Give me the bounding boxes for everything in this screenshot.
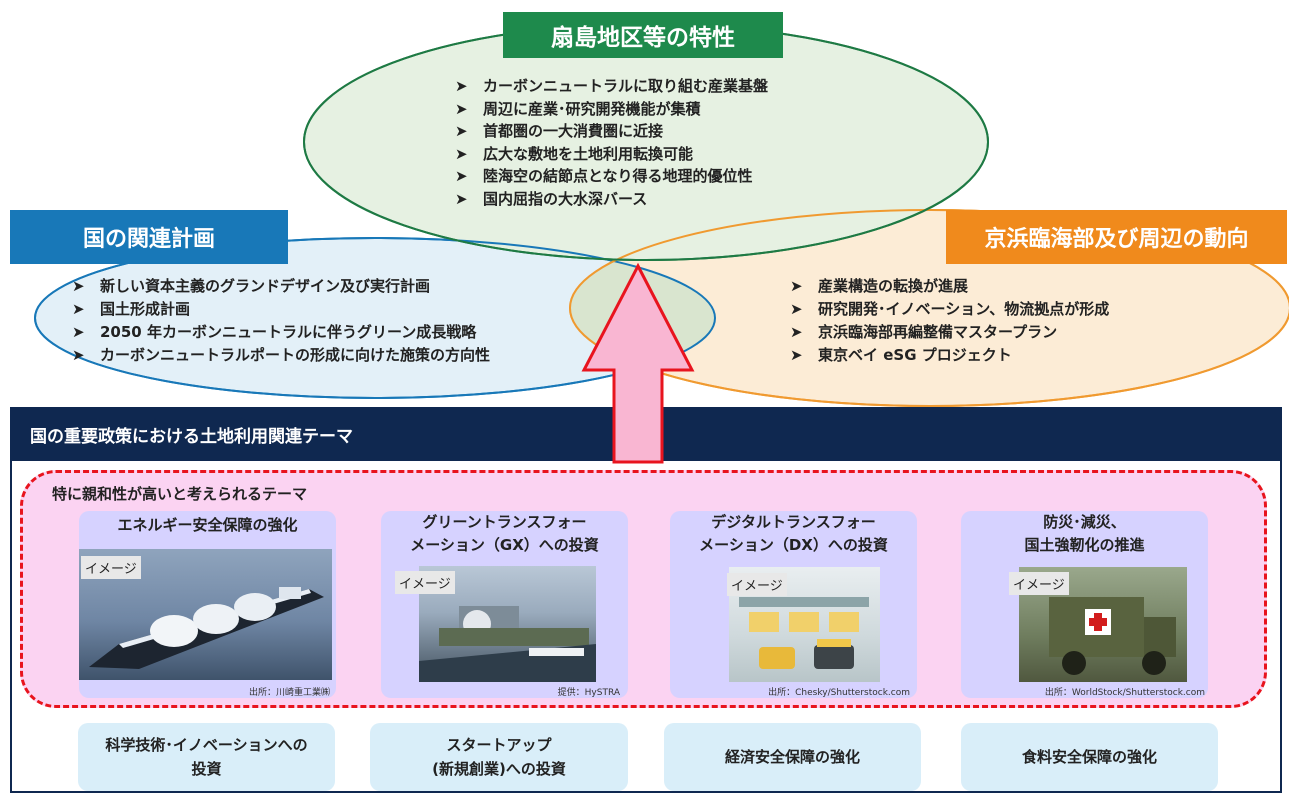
list-item: ➤周辺に産業･研究開発機能が集積	[455, 99, 701, 118]
terminal-icon	[419, 606, 596, 682]
image-label: イメージ	[81, 556, 141, 579]
list-item: ➤国内屈指の大水深バース	[455, 189, 648, 208]
theme-card-startup: スタートアップ (新規創業)への投資	[370, 723, 628, 791]
list-item: ➤新しい資本主義のグランドデザイン及び実行計画	[72, 277, 431, 295]
left-list: ➤新しい資本主義のグランドデザイン及び実行計画 ➤国土形成計画 ➤2050 年カ…	[72, 275, 490, 367]
top-list: ➤カーボンニュートラルに取り組む産業基盤 ➤周辺に産業･研究開発機能が集積 ➤首…	[455, 75, 768, 210]
list-item: ➤2050 年カーボンニュートラルに伴うグリーン成長戦略	[72, 323, 477, 341]
list-item: ➤産業構造の転換が進展	[790, 277, 969, 295]
list-item: ➤カーボンニュートラルに取り組む産業基盤	[455, 77, 769, 95]
list-item: ➤カーボンニュートラルポートの形成に向けた施策の方向性	[72, 346, 491, 364]
image-credit: 出所：川崎重工業㈱	[248, 688, 330, 698]
robot-icon	[739, 597, 869, 669]
card-title: デジタルトランスフォー メーション（DX）への投資	[699, 513, 888, 554]
list-item: ➤広大な敷地を土地利用転換可能	[455, 144, 694, 163]
up-arrow	[581, 262, 695, 464]
left-title: 国の関連計画	[10, 210, 288, 264]
image-credit: 出所：Chesky/Shutterstock.com	[768, 688, 910, 698]
card-title: グリーントランスフォー メーション（GX）への投資	[410, 513, 599, 554]
theme-card-economic-security: 経済安全保障の強化	[664, 723, 921, 791]
image-credit: 提供：HySTRA	[557, 688, 620, 698]
list-item: ➤京浜臨海部再編整備マスタープラン	[790, 323, 1058, 341]
list-item: ➤陸海空の結節点となり得る地理的優位性	[455, 167, 753, 185]
list-item: ➤東京ベイ eSG プロジェクト	[790, 346, 1012, 364]
right-list: ➤産業構造の転換が進展 ➤研究開発･イノベーション、物流拠点が形成 ➤京浜臨海部…	[790, 275, 1109, 367]
top-title: 扇島地区等の特性	[503, 12, 783, 58]
image-label: イメージ	[395, 571, 455, 594]
truck-icon	[1049, 597, 1176, 675]
ship-icon	[89, 587, 324, 669]
list-item: ➤首都圏の一大消費圏に近接	[455, 122, 664, 140]
right-title: 京浜臨海部及び周辺の動向	[946, 210, 1287, 264]
list-item: ➤国土形成計画	[72, 300, 191, 318]
image-label: イメージ	[1009, 572, 1069, 595]
image-credit: 出所：WorldStock/Shutterstock.com	[1044, 688, 1205, 698]
card-title: エネルギー安全保障の強化	[117, 516, 298, 534]
theme-card-food-security: 食料安全保障の強化	[961, 723, 1218, 791]
theme-card-innovation: 科学技術･イノベーションへの 投資	[78, 723, 335, 791]
affinity-title: 特に親和性が高いと考えられるテーマ	[52, 485, 308, 503]
card-title: 防災･減災、 国土強靭化の推進	[1024, 513, 1145, 554]
image-label: イメージ	[727, 573, 787, 596]
list-item: ➤研究開発･イノベーション、物流拠点が形成	[790, 300, 1110, 318]
